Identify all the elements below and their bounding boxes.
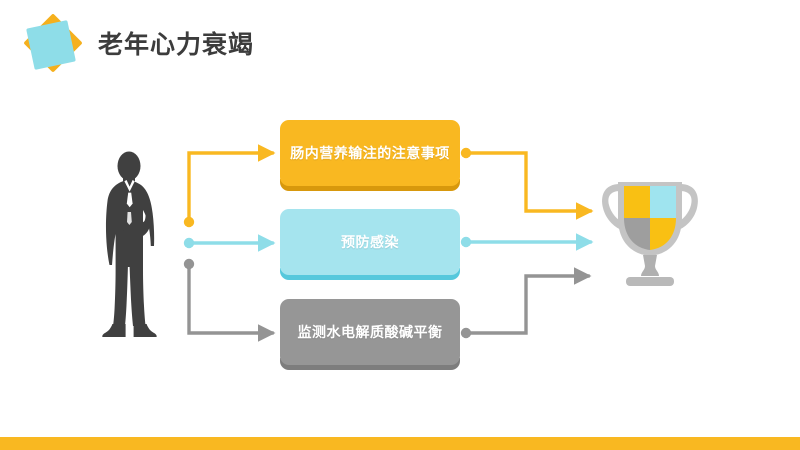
box-face-2 — [280, 209, 460, 275]
businessman-silhouette — [98, 150, 170, 338]
connector-dot-right-gray — [460, 327, 472, 339]
box-face-3 — [280, 299, 460, 365]
connector-dot-left-gray — [183, 258, 195, 270]
connector-dot-right-cyan — [460, 236, 472, 248]
bottom-accent-bar — [0, 437, 800, 450]
connector-left-cyan — [183, 234, 276, 252]
connector-right-orange — [460, 147, 594, 220]
process-box-3[interactable]: 监测水电解质酸碱平衡 — [280, 299, 460, 370]
process-box-1[interactable]: 肠内营养输注的注意事项 — [280, 120, 460, 191]
pinwheel-logo — [22, 13, 84, 75]
connector-right-gray — [460, 267, 592, 339]
connector-left-gray — [183, 258, 276, 342]
logo-square-front-icon — [26, 20, 76, 70]
process-box-1-label: 肠内营养输注的注意事项 — [290, 145, 450, 161]
process-box-3-label: 监测水电解质酸碱平衡 — [297, 324, 443, 340]
slide-header: 老年心力衰竭 — [0, 0, 800, 90]
box-face-1 — [280, 120, 460, 186]
process-box-2[interactable]: 预防感染 — [280, 209, 460, 280]
trophy-icon — [598, 178, 702, 294]
connector-dot-left-orange — [183, 216, 195, 228]
connector-dot-right-orange — [460, 147, 472, 159]
process-box-2-label: 预防感染 — [341, 234, 399, 250]
connector-right-cyan — [460, 233, 594, 251]
connector-left-orange — [183, 144, 276, 228]
connector-dot-left-cyan — [183, 237, 195, 249]
page-title: 老年心力衰竭 — [98, 31, 255, 59]
